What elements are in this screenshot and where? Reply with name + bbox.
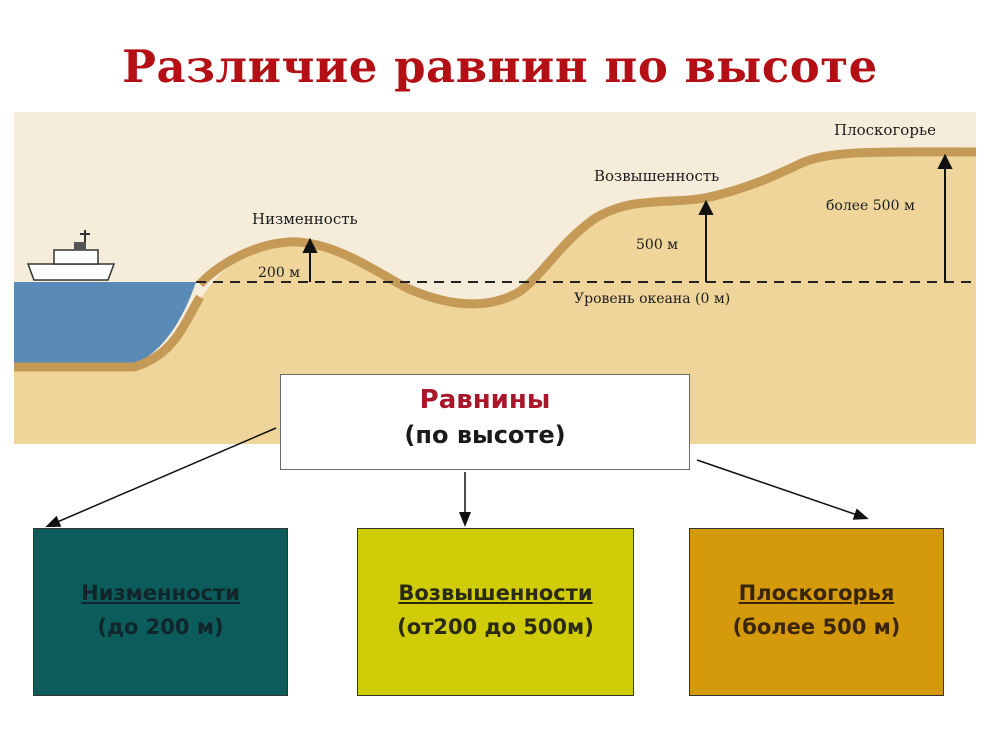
label-200m: 200 м [258, 265, 300, 281]
category-lowlands-range: (до 200 м) [97, 615, 224, 639]
sea [14, 282, 196, 364]
label-upland: Возвышенность [594, 167, 719, 185]
category-plateaus-box: Плоскогорья (более 500 м) [689, 528, 944, 696]
center-title: Равнины [419, 385, 551, 415]
category-uplands-range: (от200 до 500м) [397, 615, 594, 639]
label-sea-level: Уровень океана (0 м) [574, 291, 730, 307]
seabed-soil [14, 294, 204, 372]
ship-icon [26, 230, 116, 281]
height-arrow-plateau [937, 153, 953, 282]
page-title: Различие равнин по высоте [122, 40, 878, 93]
height-arrow-500 [698, 199, 714, 282]
plains-by-height-box: Равнины (по высоте) [280, 374, 690, 470]
arrow-to-plateaus [696, 459, 869, 520]
category-lowlands-box: Низменности (до 200 м) [33, 528, 288, 696]
land-body [14, 149, 976, 444]
category-uplands-name: Возвышенности [398, 581, 593, 605]
category-plateaus-name: Плоскогорья [738, 581, 895, 605]
label-lowland: Низменность [252, 210, 358, 228]
label-more-500m: более 500 м [826, 198, 915, 214]
label-500m: 500 м [636, 237, 678, 253]
height-arrow-200 [302, 237, 318, 282]
center-subtitle: (по высоте) [404, 421, 566, 449]
label-plateau: Плоскогорье [834, 121, 936, 139]
category-plateaus-range: (более 500 м) [732, 615, 901, 639]
category-uplands-box: Возвышенности (от200 до 500м) [357, 528, 634, 696]
category-lowlands-name: Низменности [81, 581, 240, 605]
